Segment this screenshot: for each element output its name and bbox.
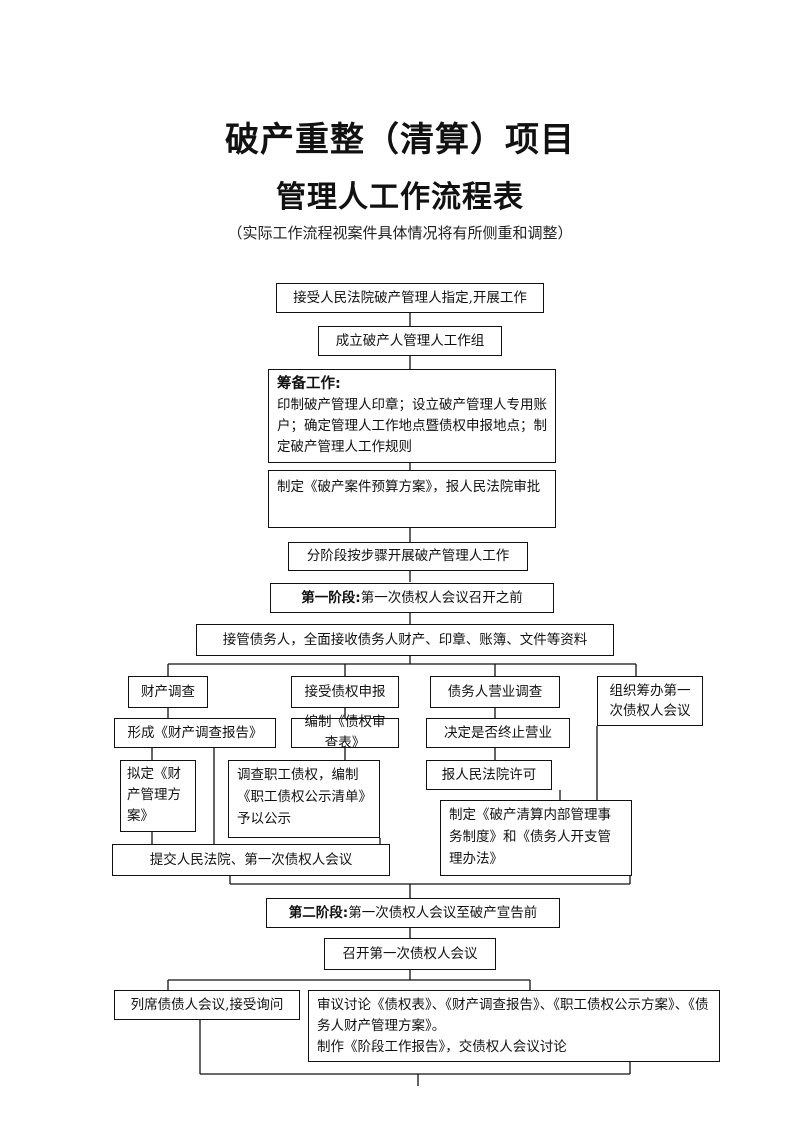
document-note: （实际工作流程视案件具体情况将有所侧重和调整） <box>227 224 573 242</box>
phase1-box: 第一阶段:第一次债权人会议召开之前 <box>270 583 554 613</box>
phase2-box: 第二阶段:第一次债权人会议至破产宣告前 <box>266 898 560 928</box>
branch-employee-claims: 调查职工债权，编制《职工债权公示清单》予以公示 <box>228 760 380 838</box>
step-attend-meeting: 列席债债人会议,接受询问 <box>114 990 300 1020</box>
phase1-text: 第一次债权人会议召开之前 <box>360 589 523 606</box>
branch-property-plan: 拟定《财产管理方案》 <box>120 760 196 832</box>
step-convene-meeting: 召开第一次债权人会议 <box>324 938 496 970</box>
step-review-discussion: 审议讨论《债权表》、《财产调查报告》、《职工债权公示方案》、《债务人财产管理方案… <box>308 990 720 1062</box>
branch-court-permit: 报人民法院许可 <box>426 760 552 790</box>
step-phased-work: 分阶段按步骤开展破产管理人工作 <box>288 542 528 571</box>
step-takeover: 接管债务人，全面接收债务人财产、印章、账簿、文件等资料 <box>196 624 614 656</box>
branch-internal-rules: 制定《破产清算内部管理事务制度》和《债务人开支管理办法》 <box>440 800 632 876</box>
step-accept-appointment: 接受人民法院破产管理人指定,开展工作 <box>276 283 544 313</box>
report-text: 制作《阶段工作报告》，交债权人会议讨论 <box>317 1039 567 1055</box>
branch-stop-business: 决定是否终止营业 <box>426 718 570 748</box>
preparation-heading: 筹备工作: <box>277 376 341 392</box>
step-preparation: 筹备工作: 印制破产管理人印章；设立破产管理人专用账户；确定管理人工作地点暨债权… <box>268 369 556 463</box>
branch-business-survey: 债务人营业调查 <box>430 676 560 708</box>
branch-property-survey: 财产调查 <box>128 676 208 708</box>
phase1-label: 第一阶段: <box>301 589 361 606</box>
phase2-label: 第二阶段: <box>288 904 349 921</box>
review-text: 审议讨论《债权表》、《财产调查报告》、《职工债权公示方案》、《债务人财产管理方案… <box>317 997 709 1034</box>
branch-claims-accept: 接受债权申报 <box>291 676 399 708</box>
branch-claims-table: 编制《债权审查表》 <box>291 714 399 751</box>
branch-property-report: 形成《财产调查报告》 <box>114 718 276 748</box>
step-form-team: 成立破产人管理人工作组 <box>318 326 502 356</box>
step-budget: 制定《破产案件预算方案》，报人民法院审批 <box>268 470 556 528</box>
phase2-text: 第一次债权人会议至破产宣告前 <box>348 904 538 921</box>
branch-organize-meeting: 组织筹办第一次债权人会议 <box>597 676 703 726</box>
preparation-body: 印制破产管理人印章；设立破产管理人专用账户；确定管理人工作地点暨债权申报地点；制… <box>277 397 547 455</box>
document-subtitle-title: 管理人工作流程表 <box>276 180 524 215</box>
step-submit: 提交人民法院、第一次债权人会议 <box>112 844 390 876</box>
document-title: 破产重整（清算）项目 <box>225 120 575 160</box>
